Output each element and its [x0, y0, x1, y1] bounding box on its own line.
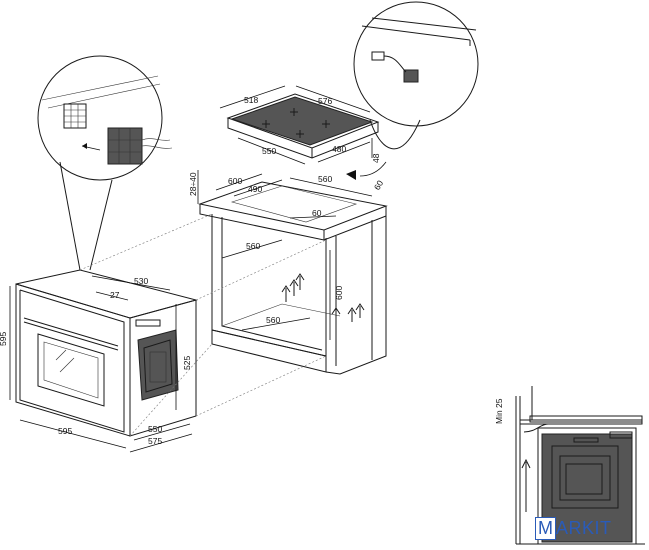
- hob-depth-label: 518: [244, 95, 258, 105]
- cabinet-inner-width-label: 560: [246, 241, 260, 251]
- cabinet-width-label: 600: [228, 176, 242, 186]
- oven-body-width-label: 550: [148, 424, 162, 434]
- brand-initial: M: [535, 516, 556, 540]
- cabinet-bottom-depth-label: 560: [266, 315, 280, 325]
- plug-detail-circle: [346, 1, 479, 180]
- oven-height-label: 595: [0, 332, 8, 346]
- oven-outer-width-label: 575: [148, 436, 162, 446]
- oven-depth-label: 530: [134, 276, 148, 286]
- oven-body-height-label: 525: [182, 356, 192, 370]
- cabinet-top-gap-label: 28÷40: [188, 172, 198, 196]
- cabinet-height-label: 600: [334, 286, 344, 300]
- cabinet-rear-gap-label: 60: [372, 178, 386, 191]
- oven-width-label: 595: [58, 426, 72, 436]
- hob-drawing: [219, 85, 380, 165]
- terminal-detail-circle: [37, 55, 173, 271]
- hob-width-label: 576: [318, 96, 332, 106]
- cabinet-edge-label: 60: [312, 208, 322, 218]
- cabinet-drawing: [197, 170, 388, 375]
- hob-thickness-label: 48: [371, 153, 381, 163]
- hob-cut-width-label: 550: [262, 146, 276, 156]
- clearance-detail: [515, 386, 645, 545]
- brand-name: ARKIT: [556, 517, 612, 538]
- cabinet-inner-label: 490: [248, 184, 262, 194]
- brand-logo: M ARKIT: [535, 516, 612, 540]
- oven-drawing: [9, 213, 327, 453]
- oven-panel-label: 27: [110, 290, 120, 300]
- hob-cut-depth-label: 480: [332, 144, 346, 154]
- cabinet-depth-top-label: 560: [318, 174, 332, 184]
- min-clearance-label: Min 25: [494, 398, 504, 424]
